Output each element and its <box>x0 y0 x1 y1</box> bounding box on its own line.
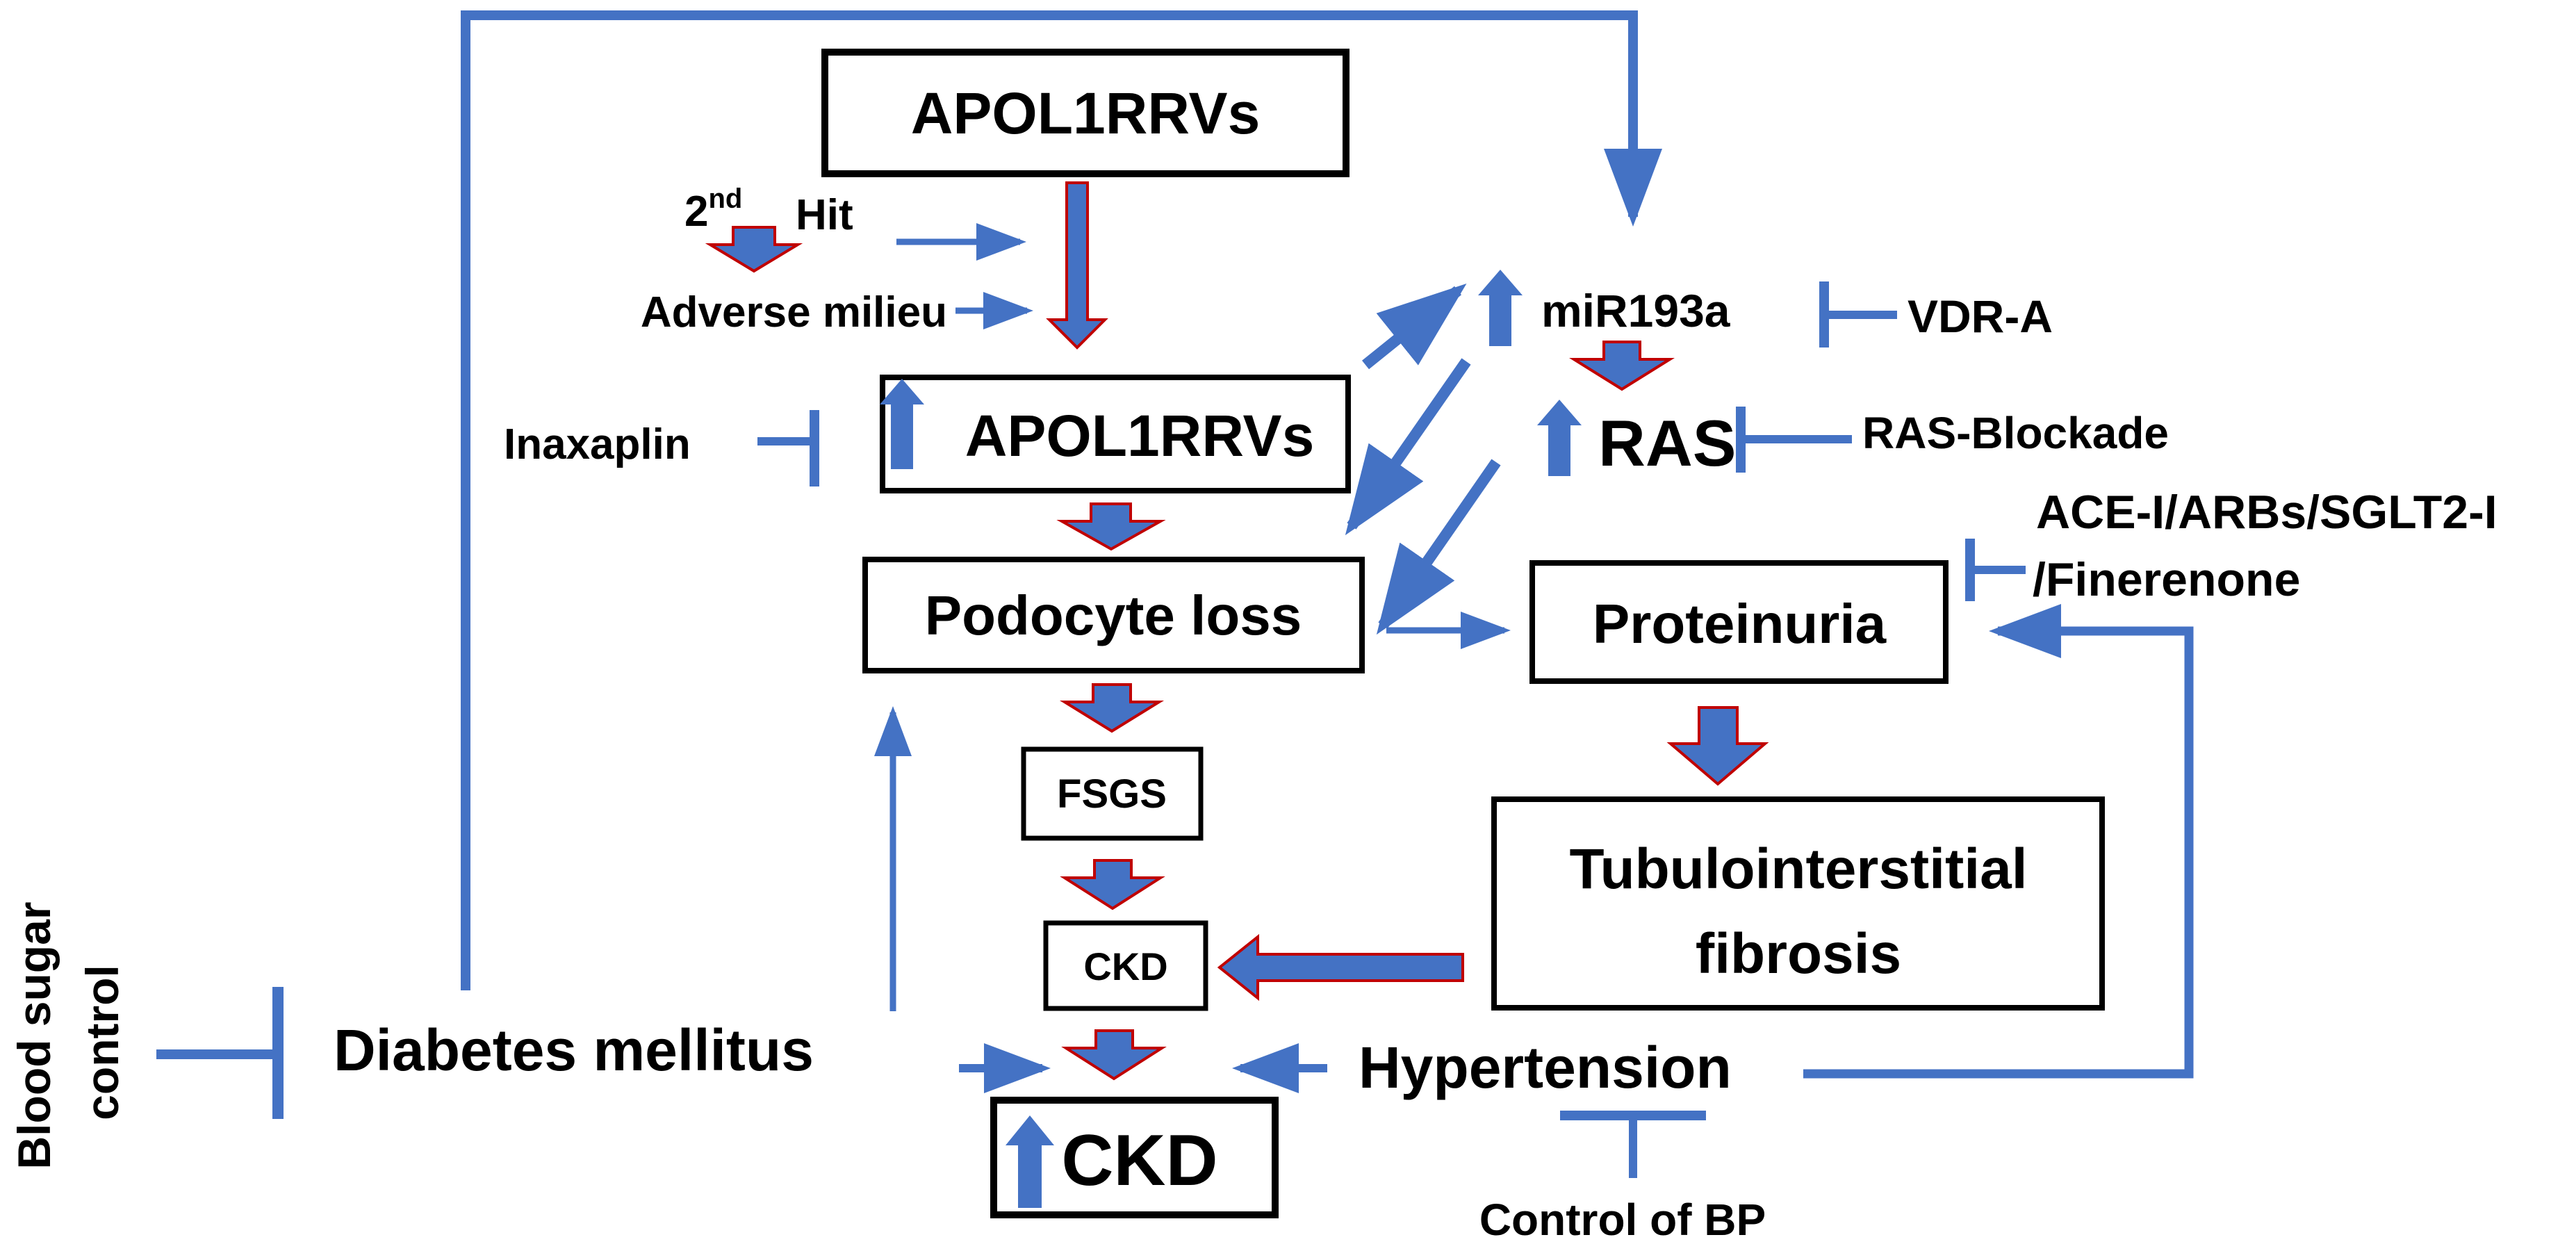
mir193a-label: miR193a <box>1541 285 1731 336</box>
apol1-top-label: APOL1RRVs <box>911 81 1261 146</box>
ace-label-line1: ACE-I/ARBs/SGLT2-I <box>2036 486 2497 539</box>
second-hit-text: Hit <box>796 191 853 239</box>
inaxaplin-label: Inaxaplin <box>504 420 691 468</box>
increase-icon-mir <box>1478 270 1523 346</box>
proteinuria-box <box>1529 560 1949 684</box>
down-arrow-fsgs-ckd <box>1060 859 1165 910</box>
control-bp-label: Control of BP <box>1479 1195 1766 1245</box>
left-arrow-tubulo-ckd <box>1217 933 1464 1001</box>
ckd-mid-label: CKD <box>1083 945 1167 988</box>
tubulo-box <box>1491 796 2105 1011</box>
tubulo-label-line2: fibrosis <box>1696 922 1901 986</box>
ras-label: RAS <box>1598 407 1736 480</box>
podocyte-loss-box <box>862 557 1365 673</box>
mir-to-podocyte-arrow <box>1345 358 1471 536</box>
fsgs-label: FSGS <box>1057 771 1167 817</box>
increase-icon-apol1 <box>880 379 924 469</box>
second-hit-ordinal-num: 2 <box>684 188 708 236</box>
ras-blockade-label: RAS-Blockade <box>1862 408 2169 458</box>
down-arrow-second-hit <box>705 226 803 273</box>
apol1-up-box <box>880 375 1351 493</box>
hypertension-label: Hypertension <box>1359 1035 1732 1100</box>
second-hit-ordinal-sup: nd <box>708 183 742 214</box>
down-arrow-apol1-long <box>1046 181 1108 350</box>
blood-sugar-label-line1: Blood sugar <box>8 901 60 1169</box>
red-block-arrows <box>705 181 1769 1081</box>
down-arrow-ckd-ckd <box>1061 1029 1167 1081</box>
down-arrow-mir <box>1569 341 1675 391</box>
tubulo-label-line1: Tubulointerstitial <box>1569 837 2027 901</box>
ckd-bottom-label: CKD <box>1061 1120 1217 1201</box>
down-arrow-podo-fsgs <box>1059 683 1165 733</box>
connectors <box>156 10 2194 1178</box>
ckd-mid-box <box>1043 920 1208 1011</box>
second-hit-label: 2nd Hit <box>684 183 853 239</box>
adverse-milieu-label: Adverse milieu <box>641 288 947 336</box>
increase-arrows <box>880 270 1582 1208</box>
diabetes-to-mir-loop <box>461 10 1662 990</box>
blood-sugar-label-line2: control <box>76 965 128 1120</box>
apol1-to-mir-arrow <box>1361 283 1467 370</box>
ras-to-podocyte-arrow <box>1376 459 1501 635</box>
down-arrow-prot-tubulo <box>1666 706 1769 786</box>
down-arrow-apol1-podo <box>1056 502 1166 551</box>
apol1-top-box <box>821 49 1349 177</box>
increase-icon-ras <box>1537 400 1582 476</box>
podocyte-loss-label: Podocyte loss <box>925 584 1302 646</box>
second-hit-ordinal: 2nd <box>684 183 742 236</box>
fsgs-box <box>1021 746 1204 841</box>
increase-icon-ckd <box>1006 1115 1054 1208</box>
proteinuria-label: Proteinuria <box>1593 593 1887 655</box>
ace-label-line2: /Finerenone <box>2033 553 2300 606</box>
diabetes-label: Diabetes mellitus <box>334 1017 814 1083</box>
vdr-a-label: VDR-A <box>1908 291 2053 342</box>
hypertension-to-proteinuria-loop <box>1803 604 2194 1079</box>
apol1-up-label: APOL1RRVs <box>965 403 1315 468</box>
